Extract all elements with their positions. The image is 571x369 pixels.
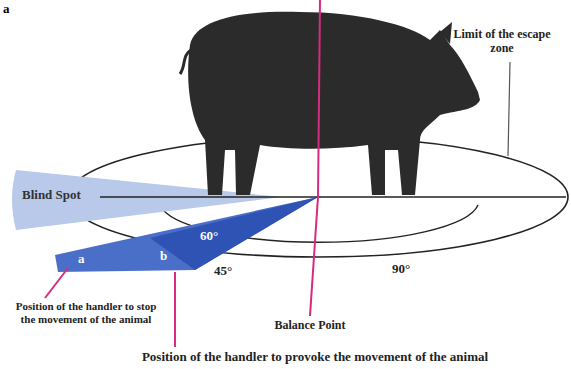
leader-line (174, 272, 176, 347)
balance-line (318, 0, 320, 197)
angle-label: 90° (392, 262, 410, 277)
pig-tail (180, 50, 191, 74)
handler-wedge (55, 197, 318, 272)
zone-label: Blind Spot (22, 188, 81, 203)
pig-silhouette (188, 12, 480, 195)
leader-line (45, 268, 68, 298)
angle-label: 60° (200, 229, 218, 244)
position-letter: a (78, 252, 85, 267)
angle-label: 45° (214, 264, 232, 279)
callout-text: Position of the handler to provoke the m… (80, 350, 550, 365)
panel-letter: a (3, 2, 10, 17)
callout-text: Balance Point (255, 319, 365, 333)
callout-text: Position of the handler to stop the move… (10, 300, 162, 325)
zone-label: Limit of the escape zone (452, 28, 552, 56)
position-letter: b (160, 249, 167, 264)
leader-line (310, 197, 318, 316)
axis-line (100, 196, 566, 197)
leader-line (508, 62, 510, 156)
pig-ear (440, 22, 452, 44)
sixty-degree-wedge (150, 197, 318, 270)
